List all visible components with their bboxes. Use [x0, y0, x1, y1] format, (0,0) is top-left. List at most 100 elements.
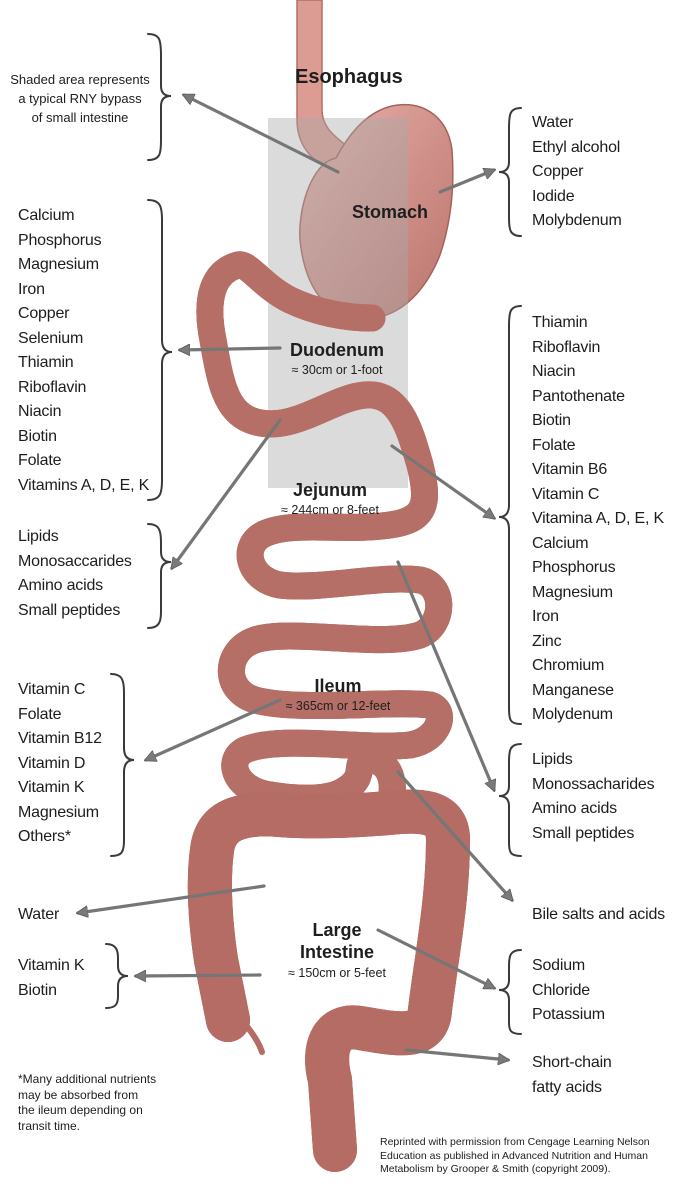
arrow-jejunum-vitamins [390, 444, 494, 518]
list-item: Magnesium [532, 583, 613, 601]
list-item: Vitamin K [18, 957, 85, 974]
footnote: *Many additional nutrients may be absorb… [18, 1072, 157, 1133]
arrow-bile [396, 770, 512, 900]
list-item: Copper [18, 305, 70, 322]
stomach-absorption-list: Water Ethyl alcohol Copper Iodide Molybd… [532, 111, 622, 234]
list-item: Amino acids [18, 577, 103, 594]
list-item: Folate [18, 452, 62, 469]
list-item: Zinc [532, 632, 562, 650]
arrow-scfa [404, 1048, 508, 1060]
arrows [78, 93, 512, 1060]
list-item: Small peptides [18, 601, 121, 619]
list-item: Iron [18, 280, 45, 298]
jejunum-length: ≈ 244cm or 8-feet [281, 503, 379, 517]
large-intestine-electrolyte-list: Sodium Chloride Potassium [532, 954, 605, 1028]
arrow-stomach [438, 170, 494, 194]
list-item: Folate [18, 705, 62, 723]
duodenum-macronutrient-list: Lipids Monosaccarides Amino acids Small … [18, 525, 132, 623]
list-item: Vitamin C [532, 485, 600, 503]
list-item: Thiamin [532, 314, 588, 331]
stomach-shape [299, 103, 454, 320]
list-item: Small peptides [532, 824, 635, 842]
list-item: Vitamin B12 [18, 730, 102, 747]
large-intestine-scfa-label: Short-chain fatty acids [532, 1051, 612, 1100]
arrow-electrolytes [376, 928, 494, 990]
small-intestine [210, 265, 440, 829]
list-item: Pantothenate [532, 387, 625, 405]
large-intestine [210, 812, 470, 1172]
list-item: Calcium [18, 207, 75, 224]
arrow-bypass [184, 93, 340, 174]
ileum-label: Ileum [314, 676, 361, 696]
ileum-absorption-list: Vitamin C Folate Vitamin B12 Vitamin D V… [18, 678, 102, 850]
list-item: Calcium [532, 534, 589, 552]
list-item: Molydenum [532, 706, 613, 723]
appendix [235, 1012, 265, 1055]
list-item: Potassium [532, 1006, 605, 1023]
list-item: Magnesium [18, 803, 99, 821]
large-intestine-vitamin-list: Vitamin K Biotin [18, 954, 85, 1003]
list-item: Iron [532, 608, 559, 625]
list-item: Chromium [532, 657, 605, 674]
list-item: Vitamin K [18, 779, 85, 796]
list-item: Lipids [532, 751, 573, 768]
arrow-vitk [136, 975, 262, 976]
arrow-jejunum-macros [396, 560, 494, 790]
credit-text: Reprinted with permission from Cengage L… [380, 1136, 650, 1175]
list-item: Iodide [532, 187, 575, 205]
ileum-length: ≈ 365cm or 12-feet [286, 699, 391, 713]
list-item: Molybdenum [532, 212, 622, 229]
list-item: Vitamins A, D, E, K [18, 476, 150, 494]
list-item: Vitamin C [18, 681, 86, 698]
list-item: Others* [18, 828, 71, 845]
list-item: Riboflavin [532, 338, 601, 356]
duodenum-absorption-list: Calcium Phosphorus Magnesium Iron Copper… [18, 204, 149, 498]
list-item: Folate [532, 436, 576, 454]
list-item: Sodium [532, 957, 586, 974]
large-intestine-label-line1: Large [312, 920, 361, 940]
duodenum-label: Duodenum [290, 340, 384, 360]
arrow-duodenum-minerals [180, 348, 282, 350]
duodenum-length: ≈ 30cm or 1-foot [292, 363, 383, 377]
list-item: Manganese [532, 681, 614, 699]
list-item: Amino acids [532, 800, 617, 817]
large-intestine-water-label: Water [18, 903, 59, 928]
list-item: fatty acids [532, 1078, 602, 1096]
shaded-area-note: Shaded area represents a typical RNY byp… [0, 70, 160, 127]
large-intestine-length: ≈ 150cm or 5-feet [288, 966, 386, 980]
list-item: Chloride [532, 981, 590, 999]
list-item: Copper [532, 163, 584, 180]
list-item: Vitamina A, D, E, K [532, 510, 664, 527]
list-item: Phosphorus [532, 559, 616, 576]
esophagus-label: Esophagus [295, 66, 403, 88]
stomach-label: Stomach [352, 202, 428, 222]
list-item: Thiamin [18, 354, 74, 371]
list-item: Niacin [532, 363, 576, 380]
list-item: Biotin [532, 412, 571, 429]
list-item: Short-chain [532, 1054, 612, 1071]
list-item: Phosphorus [18, 231, 102, 249]
list-item: Vitamin B6 [532, 461, 608, 478]
shaded-note-line: of small intestine [31, 110, 129, 125]
jejunum-label: Jejunum [293, 480, 367, 500]
list-item: Lipids [18, 528, 59, 545]
list-item: Biotin [18, 981, 57, 999]
list-item: Niacin [18, 403, 62, 420]
jejunum-macronutrient-list: Lipids Monossacharides Amino acids Small… [532, 748, 655, 846]
list-item: Vitamin D [18, 754, 86, 772]
shaded-note-line: a typical RNY bypass [18, 91, 142, 106]
arrow-water [78, 884, 266, 913]
list-item: Monossacharides [532, 775, 655, 793]
large-intestine-label-line2: Intestine [300, 942, 374, 962]
jejunum-absorption-list: Thiamin Riboflavin Niacin Pantothenate B… [532, 311, 664, 728]
ileum-bile-label: Bile salts and acids [532, 903, 665, 928]
shaded-note-line: Shaded area represents [10, 72, 150, 87]
list-item: Monosaccarides [18, 552, 132, 570]
list-item: Magnesium [18, 256, 99, 273]
list-item: Water [532, 114, 574, 131]
list-item: Water [18, 906, 60, 923]
list-item: Biotin [18, 427, 57, 445]
list-item: Riboflavin [18, 378, 87, 396]
arrow-ileum [146, 698, 282, 760]
